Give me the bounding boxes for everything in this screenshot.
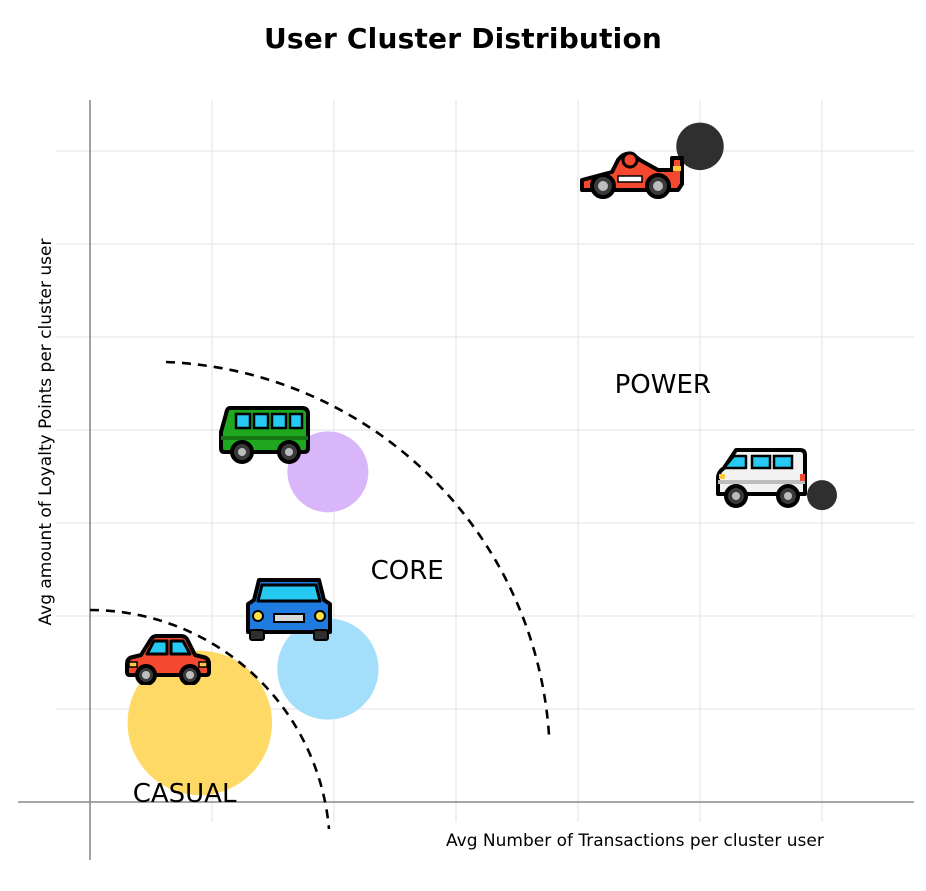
zone-label-power: POWER [615,370,711,400]
blue-car-icon [246,578,332,642]
green-minibus-icon [219,406,310,464]
core-boundary [165,360,551,736]
zone-label-casual: CASUAL [133,779,237,809]
zone-labels: CASUAL CORE POWER [133,370,711,809]
bubble-power-van [806,480,838,511]
bubble-power-racer [676,122,724,171]
chart-title: User Cluster Distribution [263,22,663,55]
white-van-icon [716,448,807,508]
y-axis-label: Avg amount of Loyalty Points per cluster… [36,238,56,626]
race-car-icon [580,151,684,199]
red-car-icon [125,634,211,685]
vehicle-icons [125,151,807,685]
zone-label-core: CORE [371,556,444,586]
casual-boundary [89,608,331,830]
bubble-core-blue [277,618,379,720]
x-axis-label: Avg Number of Transactions per cluster u… [446,831,824,851]
bubble-casual [127,650,273,796]
